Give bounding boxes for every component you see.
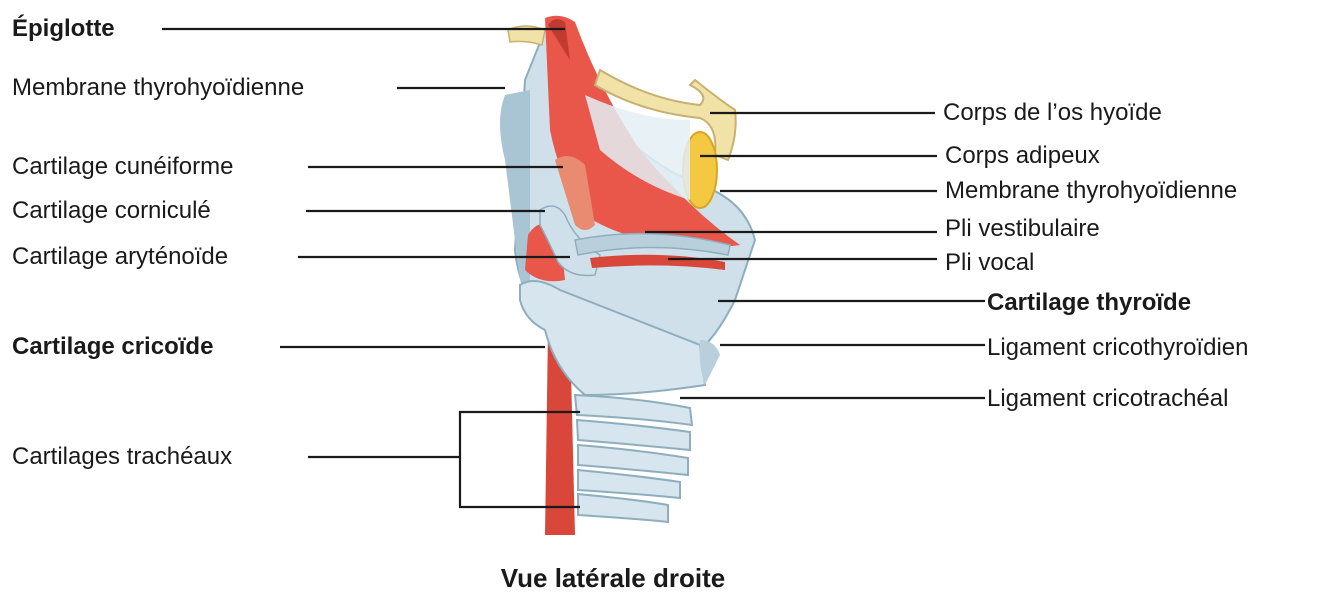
label-pli-vocal: Pli vocal (945, 249, 1034, 277)
label-pli-vestibulaire: Pli vestibulaire (945, 215, 1100, 243)
label-corps-adipeux: Corps adipeux (945, 142, 1100, 170)
label-ligament-cricotracheal: Ligament cricotrachéal (987, 385, 1228, 413)
label-cartilage-arytenoide: Cartilage aryténoïde (12, 243, 228, 271)
label-membrane-thyrohyoidienne-left: Membrane thyrohyoïdienne (12, 74, 304, 102)
label-membrane-thyrohyoidienne-right: Membrane thyrohyoïdienne (945, 177, 1237, 205)
thyroid-posterior-edge (500, 90, 530, 290)
label-cartilages-tracheaux: Cartilages trachéaux (12, 443, 232, 471)
label-cartilage-cricoide: Cartilage cricoïde (12, 333, 213, 361)
label-cartilage-thyroide: Cartilage thyroïde (987, 289, 1191, 317)
label-cartilage-cornicule: Cartilage corniculé (12, 197, 211, 225)
tracheal-rings (575, 395, 692, 522)
label-corps-os-hyoide: Corps de l’os hyoïde (943, 99, 1162, 127)
label-ligament-cricothyroidien: Ligament cricothyroïdien (987, 334, 1248, 362)
label-cartilage-cuneiforme: Cartilage cunéiforme (12, 153, 233, 181)
view-caption: Vue latérale droite (0, 563, 1226, 594)
label-epiglotte: Épiglotte (12, 15, 115, 43)
